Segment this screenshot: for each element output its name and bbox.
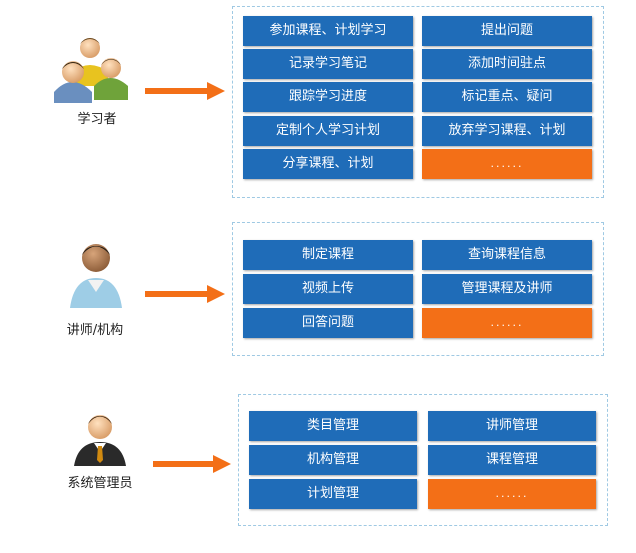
- admin-features-panel: 类目管理 机构管理 计划管理 讲师管理 课程管理 ......: [238, 394, 608, 526]
- feature-button[interactable]: 管理课程及讲师: [422, 274, 592, 304]
- feature-button[interactable]: 制定课程: [243, 240, 413, 270]
- role-label-learner: 学习者: [77, 112, 117, 127]
- feature-button[interactable]: 提出问题: [422, 16, 592, 46]
- feature-button[interactable]: 标记重点、疑问: [422, 82, 592, 112]
- arrow-right-icon: [145, 285, 225, 303]
- feature-button[interactable]: 讲师管理: [428, 411, 596, 441]
- feature-button[interactable]: 视频上传: [243, 274, 413, 304]
- role-label-admin: 系统管理员: [67, 476, 133, 491]
- feature-button[interactable]: 类目管理: [249, 411, 417, 441]
- feature-button[interactable]: 跟踪学习进度: [243, 82, 413, 112]
- feature-button[interactable]: 分享课程、计划: [243, 149, 413, 179]
- teacher-user-icon: [70, 244, 122, 308]
- feature-button[interactable]: 计划管理: [249, 479, 417, 509]
- feature-button[interactable]: 记录学习笔记: [243, 49, 413, 79]
- role-label-teacher: 讲师/机构: [66, 323, 124, 338]
- feature-button[interactable]: 机构管理: [249, 445, 417, 475]
- feature-button[interactable]: 放弃学习课程、计划: [422, 116, 592, 146]
- feature-button[interactable]: 参加课程、计划学习: [243, 16, 413, 46]
- arrow-right-icon: [145, 82, 225, 100]
- group-users-icon: [54, 38, 128, 103]
- arrow-right-icon: [153, 455, 231, 473]
- feature-button[interactable]: 回答问题: [243, 308, 413, 338]
- feature-button[interactable]: 定制个人学习计划: [243, 116, 413, 146]
- learner-features-panel: 参加课程、计划学习 记录学习笔记 跟踪学习进度 定制个人学习计划 分享课程、计划…: [232, 6, 604, 198]
- feature-button[interactable]: 添加时间驻点: [422, 49, 592, 79]
- admin-user-icon: [74, 415, 126, 466]
- more-button[interactable]: ......: [422, 149, 592, 179]
- feature-button[interactable]: 课程管理: [428, 445, 596, 475]
- more-button[interactable]: ......: [422, 308, 592, 338]
- feature-button[interactable]: 查询课程信息: [422, 240, 592, 270]
- more-button[interactable]: ......: [428, 479, 596, 509]
- teacher-features-panel: 制定课程 视频上传 回答问题 查询课程信息 管理课程及讲师 ......: [232, 222, 604, 356]
